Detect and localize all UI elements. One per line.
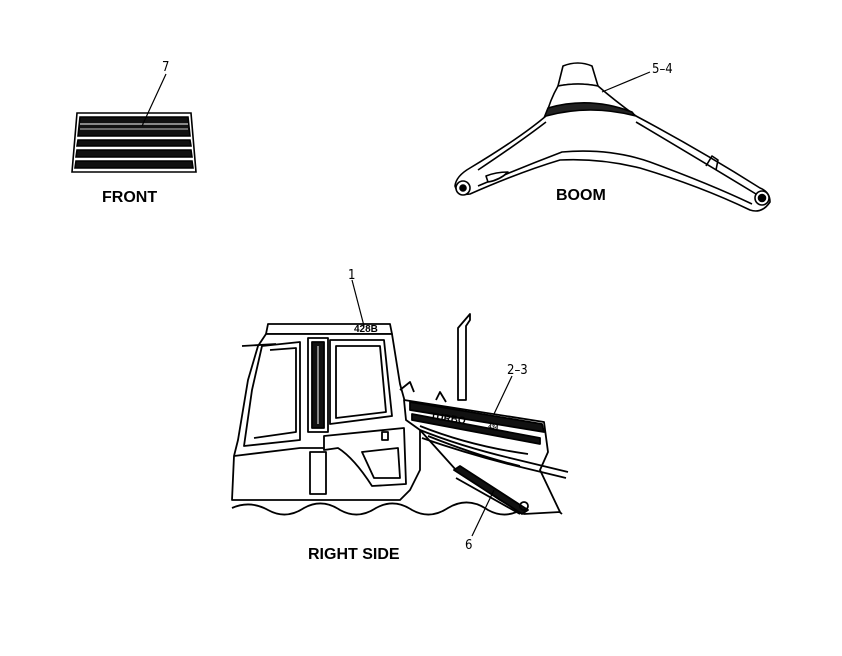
hood-brand-decal-text: TURBO xyxy=(430,411,467,427)
right-side-view-title: RIGHT SIDE xyxy=(308,546,400,563)
front-leader: 7 xyxy=(141,60,169,127)
front-callout-number: 7 xyxy=(162,60,169,75)
boom-callout-number: 5–4 xyxy=(652,62,673,77)
right-side-drawing xyxy=(231,313,569,516)
boom-view-title: BOOM xyxy=(556,187,606,204)
front-view-title: FRONT xyxy=(102,189,158,206)
lower-decal-leader: 6 xyxy=(465,489,495,553)
cab-leader: 1 xyxy=(348,268,365,327)
hood-model-decal-text: 434 xyxy=(488,424,499,431)
hood-leader: 2–3 xyxy=(493,363,528,415)
lower-decal-callout-number: 6 xyxy=(465,538,472,553)
hood-callout-number: 2–3 xyxy=(507,363,528,378)
model-decal-text: 428B xyxy=(354,324,378,335)
boom-drawing xyxy=(454,62,771,212)
cab-callout-number: 1 xyxy=(348,268,355,283)
boom-leader: 5–4 xyxy=(601,62,673,93)
front-decal xyxy=(71,112,197,173)
